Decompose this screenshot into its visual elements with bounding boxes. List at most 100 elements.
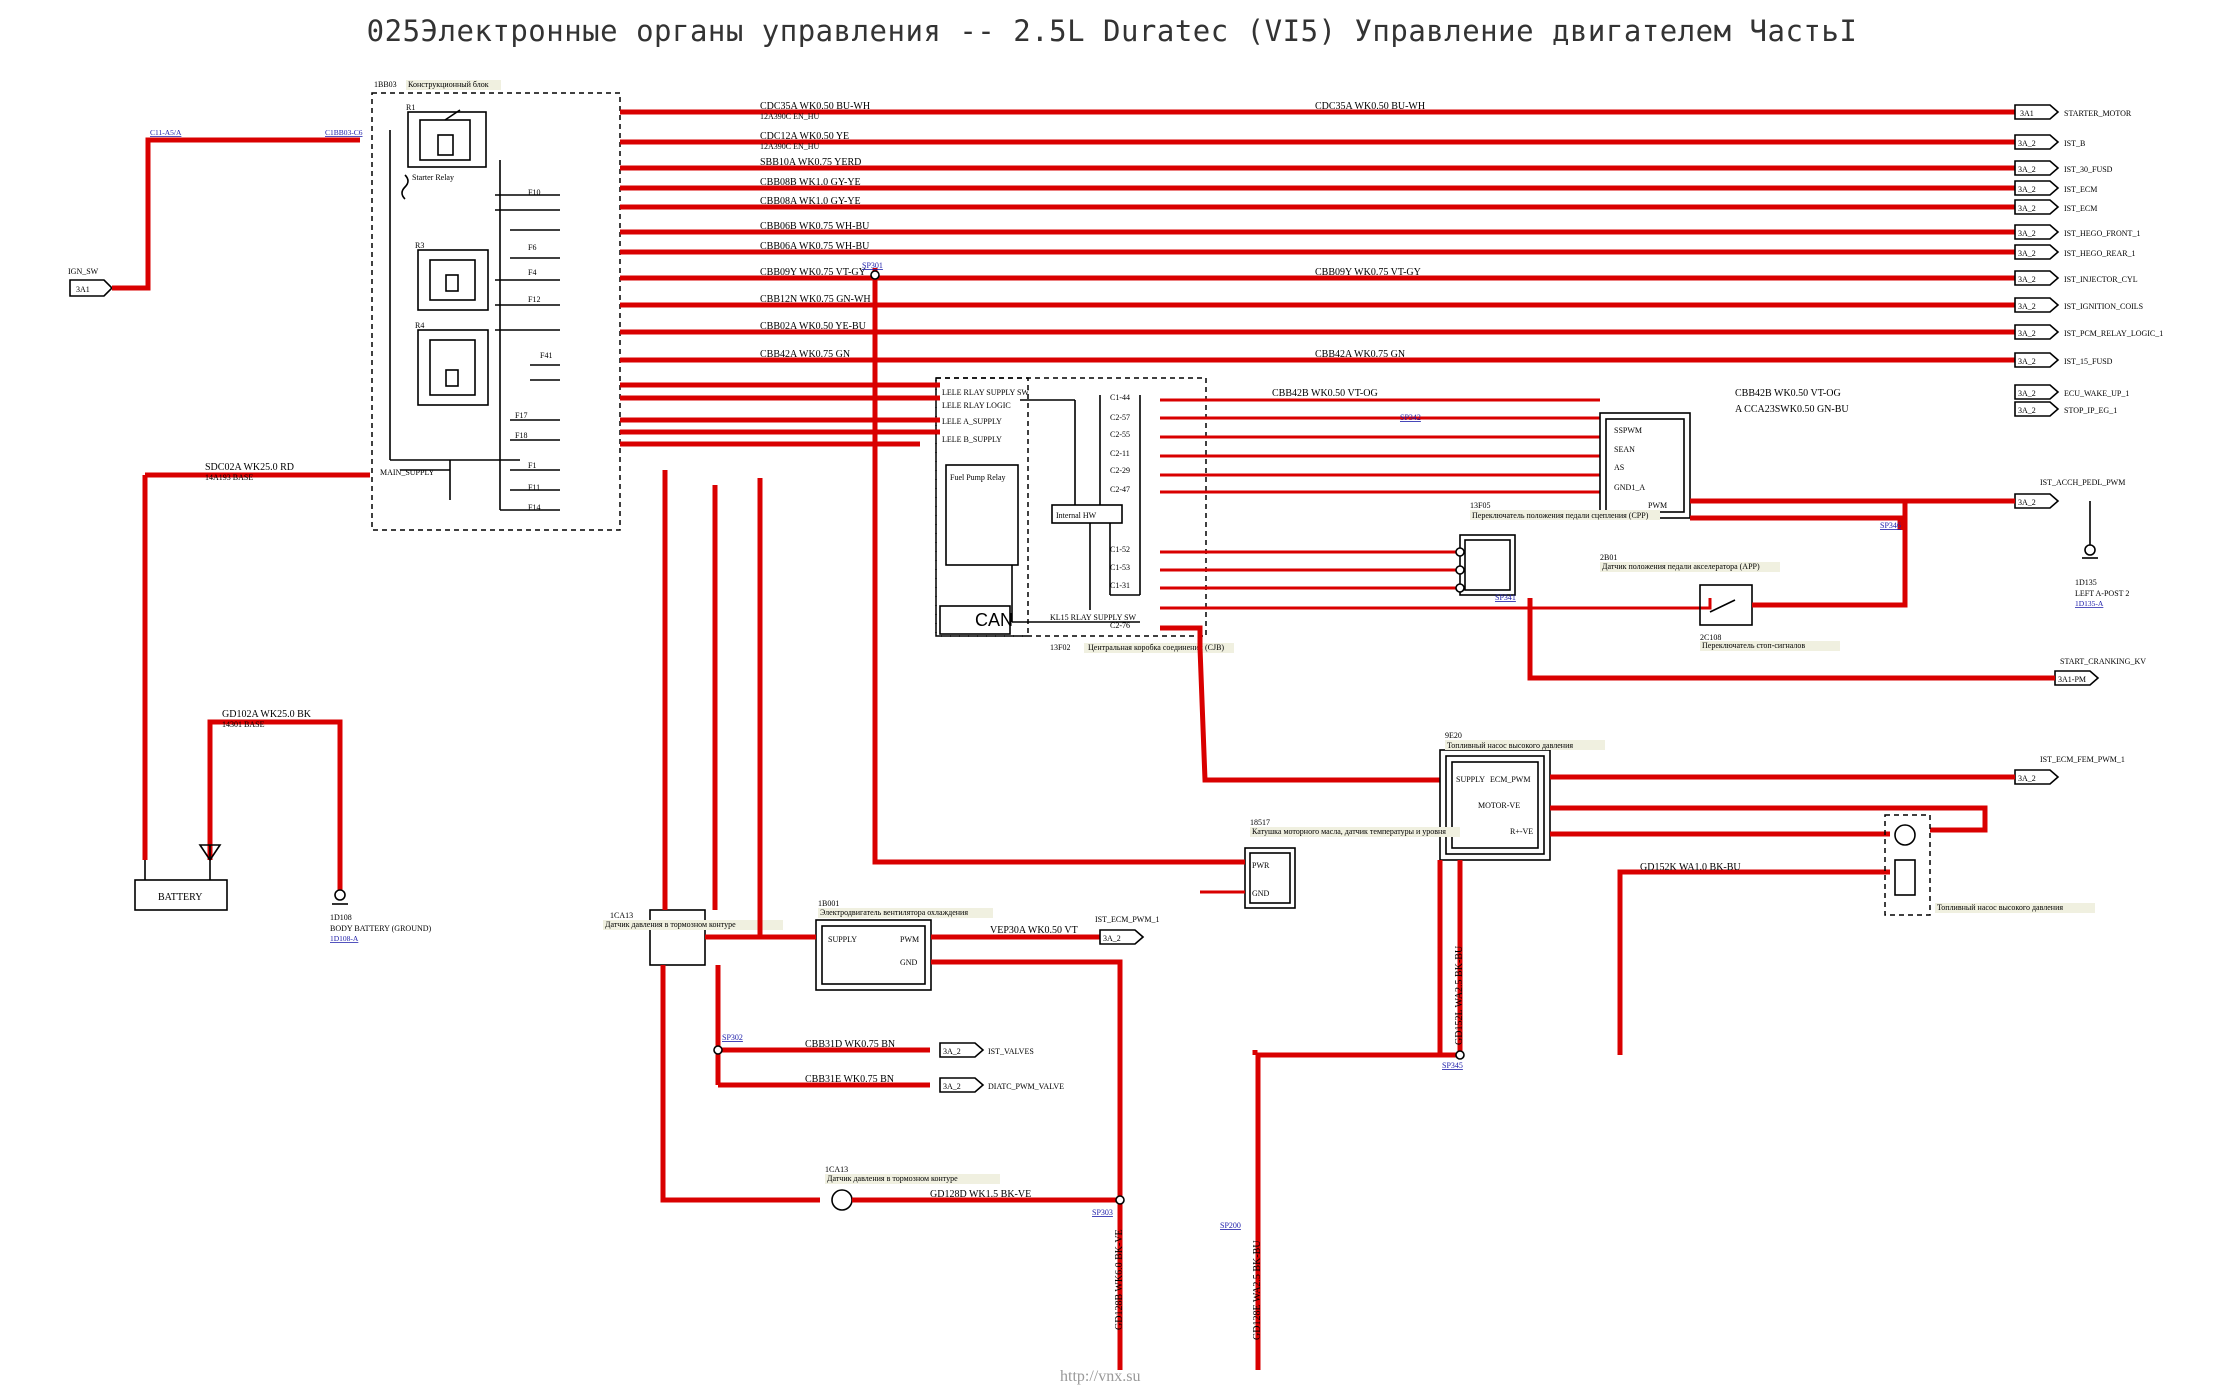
svg-text:CBB42B WK0.50 VT-OG: CBB42B WK0.50 VT-OG [1272, 388, 1378, 399]
svg-text:IST_ECM_PWM_1: IST_ECM_PWM_1 [1095, 915, 1159, 924]
output-ecu-wake-up[interactable]: 3A_2 ECU_WAKE_UP_1 [2014, 384, 2129, 400]
svg-text:SEAN: SEAN [1614, 445, 1635, 454]
svg-text:IST_PCM_RELAY_LOGIC_1: IST_PCM_RELAY_LOGIC_1 [2064, 329, 2163, 338]
svg-text:C1BB03-C6: C1BB03-C6 [325, 128, 363, 137]
wire-battery-ground [207, 719, 343, 890]
svg-text:F14: F14 [528, 503, 540, 512]
svg-text:MOTOR-VE: MOTOR-VE [1478, 801, 1520, 810]
battery: BATTERY [134, 844, 228, 911]
output-hego-front[interactable]: 3A_2 IST_HEGO_FRONT_1 [2014, 224, 2140, 240]
svg-text:3A_2: 3A_2 [2018, 185, 2036, 194]
svg-text:LELE A_SUPPLY: LELE A_SUPPLY [942, 417, 1002, 426]
output-ignition-coils[interactable]: 3A_2 IST_IGNITION_COILS [2014, 297, 2143, 313]
bjb-box: 1BB03 Конструкционный блок [371, 80, 621, 531]
svg-text:IGN_SW: IGN_SW [68, 267, 99, 276]
svg-text:GD128B WK6.0 BK-VE: GD128B WK6.0 BK-VE [1114, 1229, 1125, 1330]
svg-text:GD152K WA1.0 BK-BU: GD152K WA1.0 BK-BU [1640, 862, 1741, 873]
output-ist-ecm-pwm[interactable]: 3A_2 IST_ECM_PWM_1 [1095, 915, 1159, 945]
svg-text:C1-52: C1-52 [1110, 545, 1130, 554]
svg-text:C2-55: C2-55 [1110, 430, 1130, 439]
output-ist-valves[interactable]: 3A_2 IST_VALVES [939, 1042, 1034, 1058]
brake-switch: 2C108 Переключатель стоп-сигналов [1699, 584, 1840, 651]
svg-text:F41: F41 [540, 351, 552, 360]
output-ist-ecm-2[interactable]: 3A_2 IST_ECM [2014, 199, 2097, 215]
svg-text:Переключатель стоп-сигналов: Переключатель стоп-сигналов [1702, 641, 1805, 650]
svg-text:F11: F11 [528, 483, 540, 492]
svg-text:IST_IGNITION_COILS: IST_IGNITION_COILS [2064, 302, 2143, 311]
output-stop-ip[interactable]: 3A_2 STOP_IP_EG_1 [2014, 401, 2117, 417]
svg-text:CBB09Y WK0.75 VT-GY: CBB09Y WK0.75 VT-GY [1315, 267, 1421, 278]
svg-text:Датчик давления в тормозном ко: Датчик давления в тормозном контуре [605, 920, 736, 929]
svg-text:F17: F17 [515, 411, 527, 420]
cooling-fan: SUPPLY PWM GND 1B001 Электродвигатель ве… [815, 899, 993, 991]
svg-text:SP303: SP303 [1092, 1208, 1113, 1217]
svg-text:3A_2: 3A_2 [2018, 249, 2036, 258]
output-ist-b[interactable]: 3A_2 IST_B [2014, 134, 2085, 150]
svg-text:C2-57: C2-57 [1110, 413, 1130, 422]
svg-text:Электродвигатель вентилятора о: Электродвигатель вентилятора охлаждения [820, 908, 968, 917]
svg-text:LEFT A-POST 2: LEFT A-POST 2 [2075, 589, 2129, 598]
svg-text:SP302: SP302 [722, 1033, 743, 1042]
svg-text:12A390C EN_HU: 12A390C EN_HU [760, 142, 820, 151]
svg-text:STOP_IP_EG_1: STOP_IP_EG_1 [2064, 406, 2117, 415]
svg-text:3A_2: 3A_2 [2018, 774, 2036, 783]
svg-text:1D135-A: 1D135-A [2075, 599, 2104, 608]
svg-text:C2-47: C2-47 [1110, 485, 1130, 494]
svg-text:ECM_PWM: ECM_PWM [1490, 775, 1530, 784]
svg-text:Датчик давления в тормозном ко: Датчик давления в тормозном контуре [827, 1174, 958, 1183]
output-ist-ecm-1[interactable]: 3A_2 IST_ECM [2014, 180, 2097, 196]
svg-text:C1-31: C1-31 [1110, 581, 1130, 590]
wire-start-cranking [1527, 598, 2055, 681]
bjb-name: Конструкционный блок [408, 80, 489, 89]
svg-text:IST_B: IST_B [2064, 139, 2085, 148]
svg-text:IST_15_FUSD: IST_15_FUSD [2064, 357, 2113, 366]
wire-ground-main [852, 1197, 1123, 1370]
cjb-relay-label: Fuel Pump Relay [950, 473, 1006, 482]
right-output-tags: 3A1 STARTER_MOTOR 3A_2 IST_B 3A_2 IST_30… [2014, 104, 2163, 785]
svg-text:F10: F10 [528, 188, 540, 197]
svg-text:3A_2: 3A_2 [2018, 139, 2036, 148]
ground-1d108: 1D108 BODY BATTERY (GROUND) 1D108-A [330, 889, 432, 943]
svg-text:Центральная коробка соединений: Центральная коробка соединений (CJB) [1088, 643, 1224, 652]
svg-text:C2-29: C2-29 [1110, 466, 1130, 475]
ign-input[interactable]: 3A1 IGN_SW [68, 267, 114, 297]
wire-brake-switch [1752, 501, 1908, 608]
svg-text:3A_2: 3A_2 [2018, 275, 2036, 284]
svg-text:14A193 BASE: 14A193 BASE [205, 473, 253, 482]
wire-pedal-ground [1690, 515, 1903, 530]
splice-points: SP301 SP342 SP341 SP302 SP303 SP345 SP34… [713, 261, 1901, 1230]
output-start-cranking[interactable]: 3A1-PM START_CRANKING_KV [2054, 657, 2146, 686]
svg-text:3A_2: 3A_2 [2018, 165, 2036, 174]
wire-sp301 [872, 268, 1245, 865]
output-injector[interactable]: 3A_2 IST_INJECTOR_CYL [2014, 270, 2138, 286]
svg-text:AS: AS [1614, 463, 1624, 472]
svg-text:3A_2: 3A_2 [2018, 329, 2036, 338]
svg-text:SP200: SP200 [1220, 1221, 1241, 1230]
output-ist-30-fusd[interactable]: 3A_2 IST_30_FUSD [2014, 160, 2113, 176]
svg-text:Переключатель положения педали: Переключатель положения педали сцепления… [1472, 511, 1649, 520]
svg-text:C2-11: C2-11 [1110, 449, 1130, 458]
svg-text:PWM: PWM [900, 935, 919, 944]
svg-text:CDC12A WK0.50 YE: CDC12A WK0.50 YE [760, 131, 849, 142]
output-fem-pwm[interactable]: 3A_2 IST_ECM_FEM_PWM_1 [2014, 755, 2125, 785]
output-ist-15-fusd[interactable]: 3A_2 IST_15_FUSD [2014, 352, 2113, 368]
output-hego-rear[interactable]: 3A_2 IST_HEGO_REAR_1 [2014, 244, 2136, 260]
svg-text:IST_ECM: IST_ECM [2064, 204, 2097, 213]
svg-text:IST_VALVES: IST_VALVES [988, 1047, 1034, 1056]
svg-text:SUPPLY: SUPPLY [828, 935, 857, 944]
starter-relay: R1 Starter Relay [406, 103, 487, 182]
output-accel-pedal-pwm[interactable]: 3A_2 IST_ACCH_PEDL_PWM [2014, 478, 2125, 509]
svg-text:IST_HEGO_FRONT_1: IST_HEGO_FRONT_1 [2064, 229, 2140, 238]
svg-text:F6: F6 [528, 243, 536, 252]
output-diatc-pwm-valve[interactable]: 3A_2 DIATC_PWM_VALVE [939, 1077, 1064, 1093]
svg-text:LELE B_SUPPLY: LELE B_SUPPLY [942, 435, 1002, 444]
svg-text:3A_2: 3A_2 [2018, 357, 2036, 366]
svg-text:CBB06A WK0.75 WH-BU: CBB06A WK0.75 WH-BU [760, 241, 870, 252]
output-starter-motor[interactable]: 3A1 STARTER_MOTOR [2014, 104, 2132, 120]
svg-text:GND: GND [1252, 889, 1270, 898]
svg-text:R1: R1 [406, 103, 415, 112]
wire-pump-motor [1550, 805, 1988, 833]
svg-text:3A1: 3A1 [76, 285, 90, 294]
output-pcm-relay-logic[interactable]: 3A_2 IST_PCM_RELAY_LOGIC_1 [2014, 324, 2163, 340]
